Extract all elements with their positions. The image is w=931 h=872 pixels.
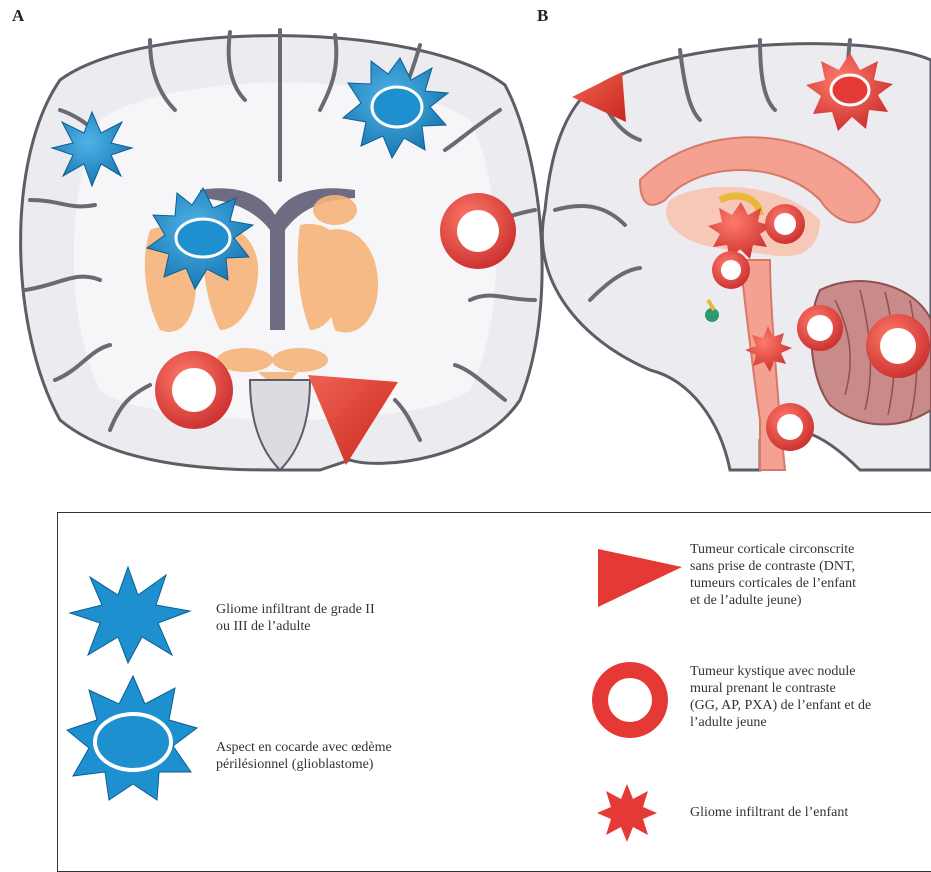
red-triangle-icon xyxy=(590,545,685,610)
legend-item-red-triangle: Tumeur corticale circonscrite sans prise… xyxy=(690,541,856,609)
legend-item-red-star: Gliome infiltrant de l’enfant xyxy=(690,804,848,821)
legend-item-blue-star: Gliome infiltrant de grade II ou III de … xyxy=(216,601,375,635)
legend-item-blue-star-ring: Aspect en cocarde avec œdème périlésionn… xyxy=(216,739,392,773)
lesion-red-ring-b-1 xyxy=(765,204,805,244)
red-star-icon xyxy=(596,782,658,844)
lesion-red-ring-a-bottom-left xyxy=(155,351,233,429)
lesion-red-ring-b-5 xyxy=(766,403,814,451)
legend-item-red-ring: Tumeur kystique avec nodule mural prenan… xyxy=(690,663,871,731)
lesion-red-ring-b-4 xyxy=(866,314,930,378)
lesion-blue-star-left xyxy=(52,112,132,186)
lesion-red-ring-b-3 xyxy=(797,305,843,351)
blue-star-icon xyxy=(68,565,193,665)
blue-star-ring-icon xyxy=(65,672,200,802)
red-ring-icon xyxy=(590,660,670,740)
lesion-red-ring-a-right xyxy=(440,193,516,269)
lesion-red-ring-b-2 xyxy=(712,251,750,289)
